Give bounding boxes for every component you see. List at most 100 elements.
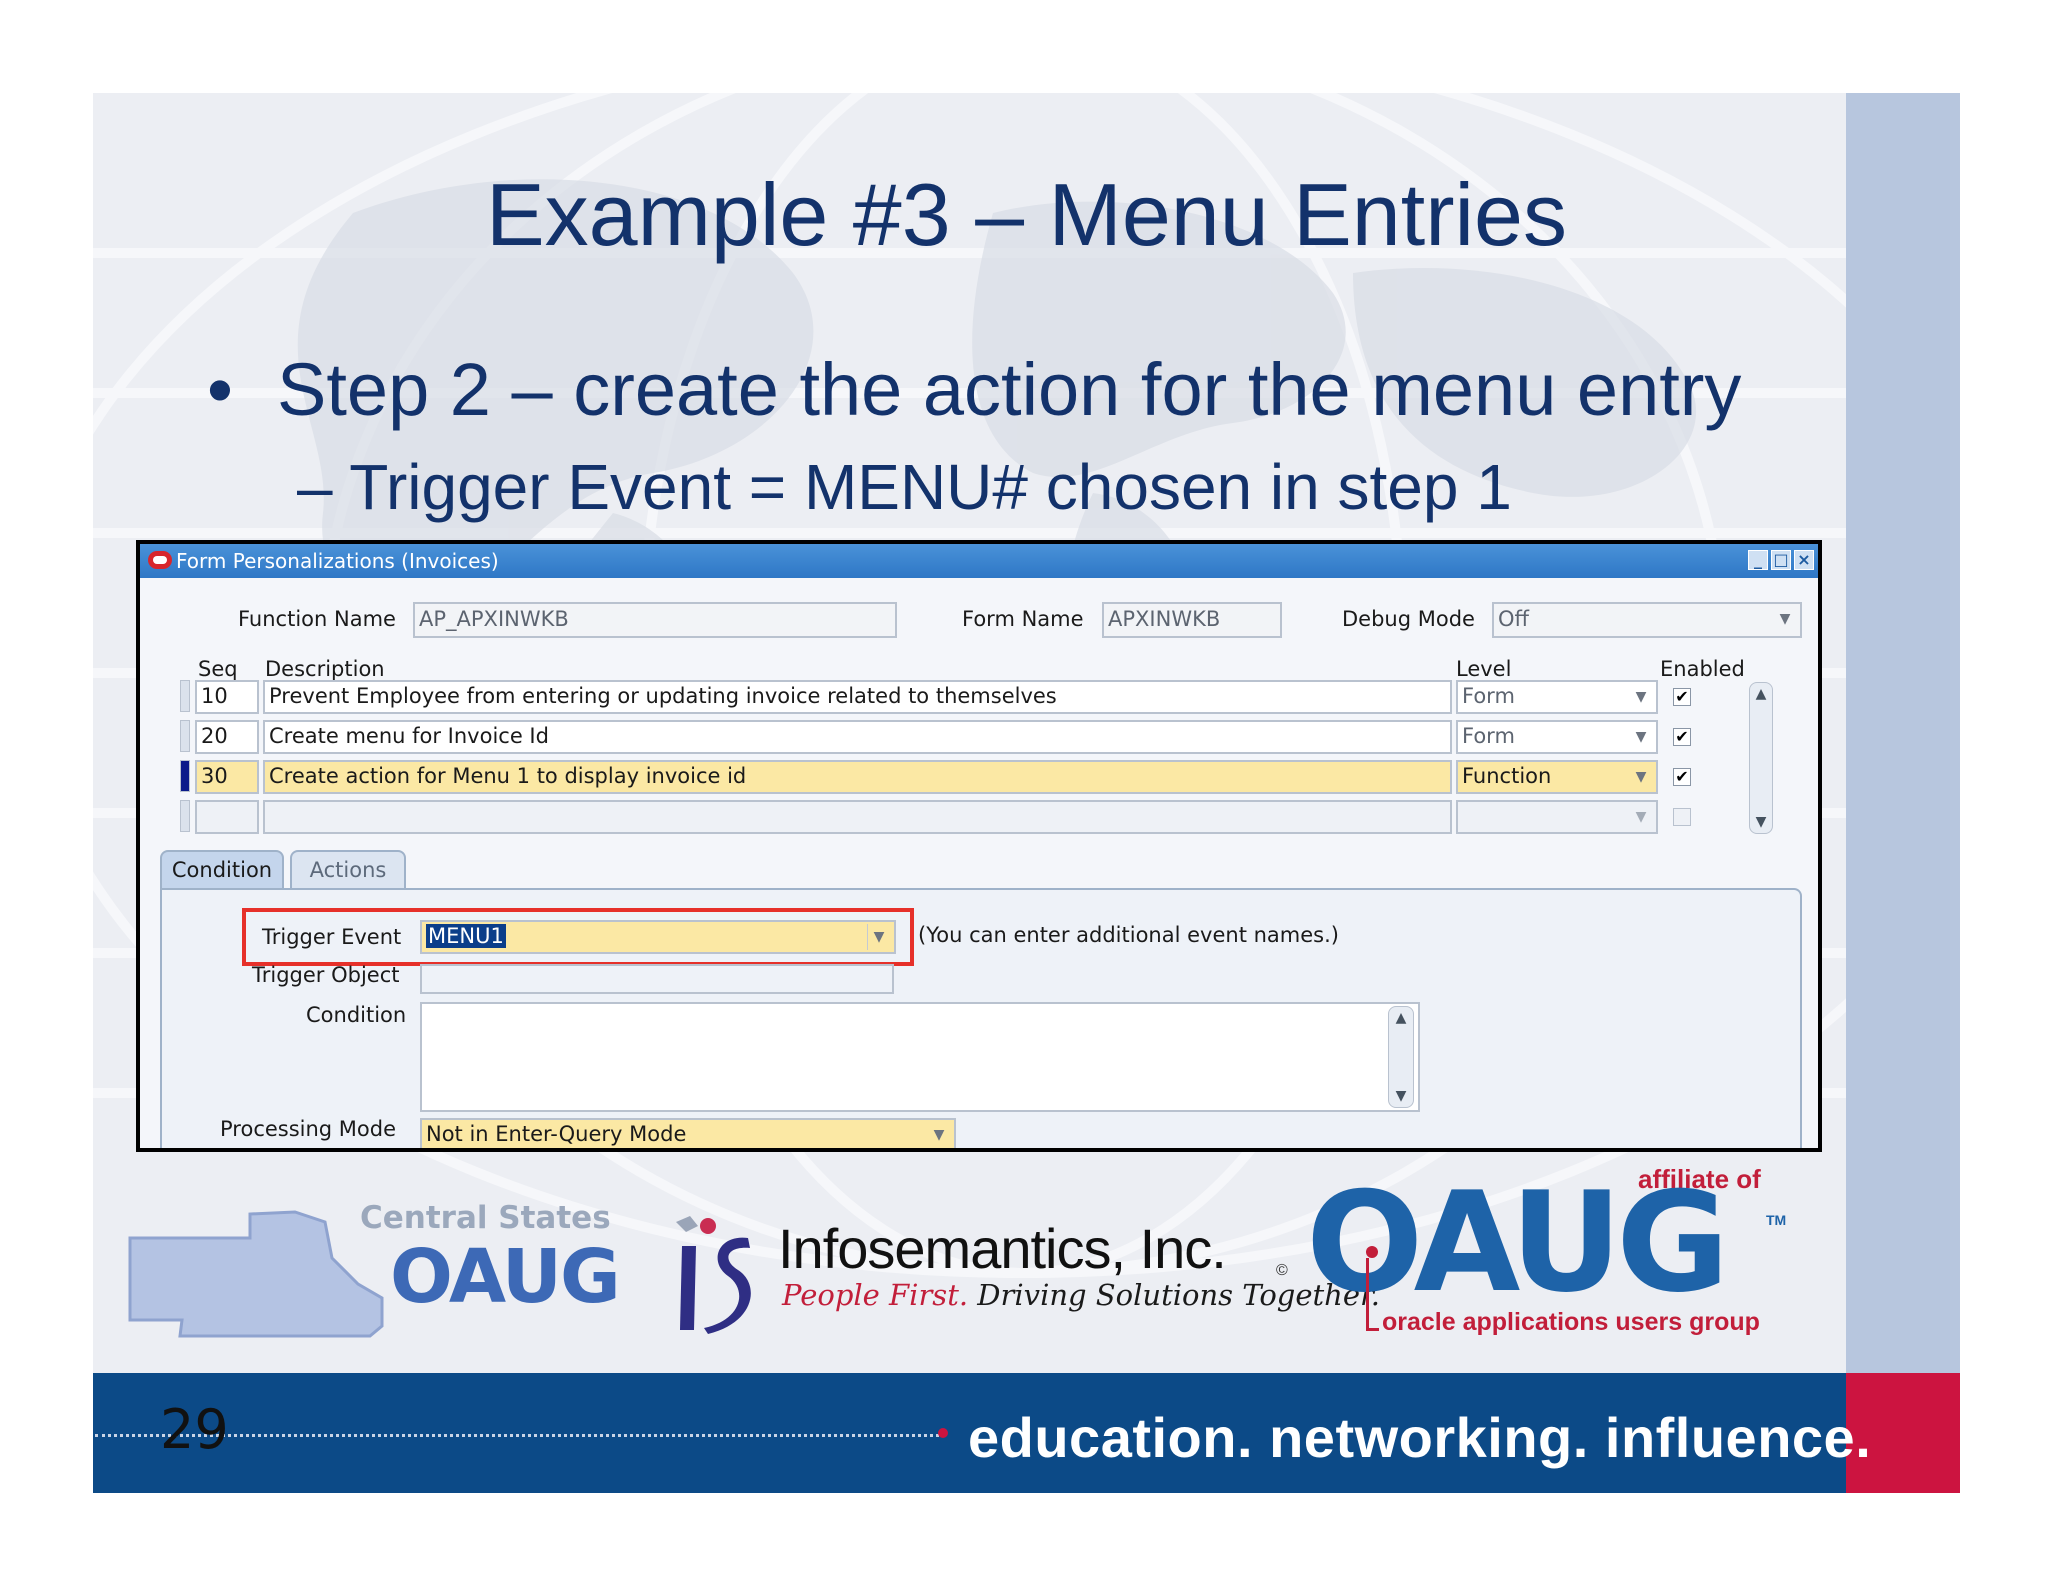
central-states-oaug-logo: Central States OAUG (120, 1198, 660, 1348)
column-header-seq: Seq (198, 657, 238, 681)
footer-red-block (1846, 1373, 1960, 1493)
bullet-text: Step 2 – create the action for the menu … (277, 348, 1742, 431)
chevron-down-icon[interactable]: ▼ (933, 1127, 945, 1143)
level-select[interactable]: Form ▼ (1456, 720, 1658, 754)
right-accent-bar (1846, 93, 1960, 1373)
infosemantics-name: Infosemantics, Inc. (778, 1217, 1227, 1280)
debug-mode-select[interactable]: Off ▼ (1492, 602, 1802, 638)
page-number: 29 (160, 1398, 229, 1461)
slide-title: Example #3 – Menu Entries (485, 165, 1567, 264)
tab-actions[interactable]: Actions (290, 850, 406, 890)
enabled-checkbox[interactable]: ✔ (1673, 728, 1691, 746)
level-value: Form (1462, 684, 1515, 708)
chevron-down-icon[interactable]: ▼ (1635, 809, 1647, 825)
chevron-down-icon[interactable]: ▼ (1635, 729, 1647, 745)
trigger-object-label: Trigger Object (252, 963, 400, 987)
row-marker[interactable] (180, 800, 190, 832)
current-row-marker[interactable] (180, 760, 190, 792)
copyright-symbol: © (1276, 1262, 1288, 1279)
description-cell[interactable]: Prevent Employee from entering or updati… (263, 680, 1452, 714)
condition-textarea[interactable] (420, 1002, 1420, 1112)
processing-mode-select[interactable]: Not in Enter-Query Mode ▼ (420, 1118, 956, 1148)
form-name-field[interactable]: APXINWKB (1102, 602, 1282, 638)
trigger-event-label: Trigger Event (262, 925, 402, 949)
condition-scrollbar[interactable]: ▲ ▼ (1388, 1006, 1414, 1108)
scroll-down-icon[interactable]: ▼ (1755, 814, 1767, 830)
oracle-logo-icon (148, 551, 172, 569)
trigger-event-value: MENU1 (426, 924, 506, 948)
scroll-up-icon[interactable]: ▲ (1755, 686, 1767, 702)
oaug-connector-line (1366, 1258, 1379, 1331)
highlight-annotation-box (242, 908, 914, 966)
oaug-wordmark: OAUG (1306, 1162, 1729, 1323)
infosemantics-is-icon (676, 1216, 751, 1334)
chevron-down-icon[interactable]: ▼ (1635, 689, 1647, 705)
trigger-object-field[interactable] (420, 964, 894, 994)
trigger-event-hint: (You can enter additional event names.) (918, 923, 1339, 947)
row-marker[interactable] (180, 720, 190, 752)
infosemantics-logo-mark (668, 1212, 758, 1338)
description-cell[interactable] (263, 800, 1452, 834)
central-states-text: Central States (360, 1200, 611, 1236)
description-cell[interactable]: Create menu for Invoice Id (263, 720, 1452, 754)
level-select[interactable]: Function ▼ (1456, 760, 1658, 794)
seq-cell[interactable]: 30 (195, 760, 259, 794)
chevron-down-icon[interactable]: ▼ (867, 924, 890, 950)
infosemantics-slogan: People First. Driving Solutions Together… (782, 1278, 1380, 1312)
level-select[interactable]: ▼ (1456, 800, 1658, 834)
footer-dot (938, 1428, 948, 1438)
enabled-checkbox[interactable] (1673, 808, 1691, 826)
trigger-event-combobox[interactable]: MENU1 ▼ (420, 920, 896, 954)
minimize-button[interactable]: _ (1748, 550, 1768, 570)
column-header-description: Description (265, 657, 385, 681)
window-body: Form Personalizations (Invoices) _ □ × F… (140, 544, 1818, 1148)
condition-label: Condition (306, 1003, 407, 1027)
form-personalizations-window: Form Personalizations (Invoices) _ □ × F… (136, 540, 1822, 1152)
description-cell[interactable]: Create action for Menu 1 to display invo… (263, 760, 1452, 794)
enabled-checkbox[interactable]: ✔ (1673, 688, 1691, 706)
level-value: Function (1462, 764, 1552, 788)
scroll-up-icon[interactable]: ▲ (1395, 1010, 1407, 1026)
window-titlebar[interactable]: Form Personalizations (Invoices) _ □ × (140, 544, 1818, 578)
debug-mode-label: Debug Mode (1342, 607, 1475, 631)
tab-condition[interactable]: Condition (160, 850, 284, 890)
missouri-map-icon (128, 1210, 384, 1338)
slogan-red-part: People First. (782, 1278, 969, 1312)
seq-cell[interactable]: 10 (195, 680, 259, 714)
close-button[interactable]: × (1794, 550, 1814, 570)
function-name-label: Function Name (238, 607, 396, 631)
form-name-label: Form Name (962, 607, 1084, 631)
footer-tagline: education. networking. influence. (968, 1406, 1872, 1469)
oaug-tagline: oracle applications users group (1382, 1308, 1760, 1336)
function-name-field[interactable]: AP_APXINWKB (413, 602, 897, 638)
chevron-down-icon[interactable]: ▼ (1635, 769, 1647, 785)
level-value: Form (1462, 724, 1515, 748)
affiliate-of-text: affiliate of (1638, 1164, 1761, 1194)
enabled-checkbox[interactable]: ✔ (1673, 768, 1691, 786)
debug-mode-value: Off (1498, 607, 1529, 631)
column-header-level: Level (1456, 657, 1512, 681)
oaug-logo: OAUG TM (1306, 1162, 1796, 1323)
row-marker[interactable] (180, 680, 190, 712)
oaug-pin-icon (1366, 1246, 1378, 1258)
minimize-icon: _ (1754, 550, 1762, 569)
bullet-marker: • (207, 348, 233, 431)
slogan-rest: Driving Solutions Together. (977, 1278, 1380, 1312)
scroll-down-icon[interactable]: ▼ (1395, 1088, 1407, 1104)
sub-bullet-trigger-event: – Trigger Event = MENU# chosen in step 1 (297, 451, 1512, 523)
maximize-button[interactable]: □ (1771, 550, 1791, 570)
footer-band (93, 1373, 1846, 1493)
close-icon: × (1797, 550, 1811, 569)
seq-cell[interactable] (195, 800, 259, 834)
grid-scrollbar[interactable]: ▲ ▼ (1749, 682, 1773, 834)
seq-cell[interactable]: 20 (195, 720, 259, 754)
bullet-step-2: • Step 2 – create the action for the menu… (207, 345, 1741, 435)
processing-mode-value: Not in Enter-Query Mode (426, 1122, 687, 1146)
level-select[interactable]: Form ▼ (1456, 680, 1658, 714)
processing-mode-label: Processing Mode (220, 1117, 397, 1141)
footer-dotted-line (95, 1434, 945, 1437)
maximize-icon: □ (1773, 550, 1789, 569)
chevron-down-icon[interactable]: ▼ (1779, 611, 1791, 627)
column-header-enabled: Enabled (1660, 657, 1745, 681)
window-title: Form Personalizations (Invoices) (176, 549, 499, 573)
